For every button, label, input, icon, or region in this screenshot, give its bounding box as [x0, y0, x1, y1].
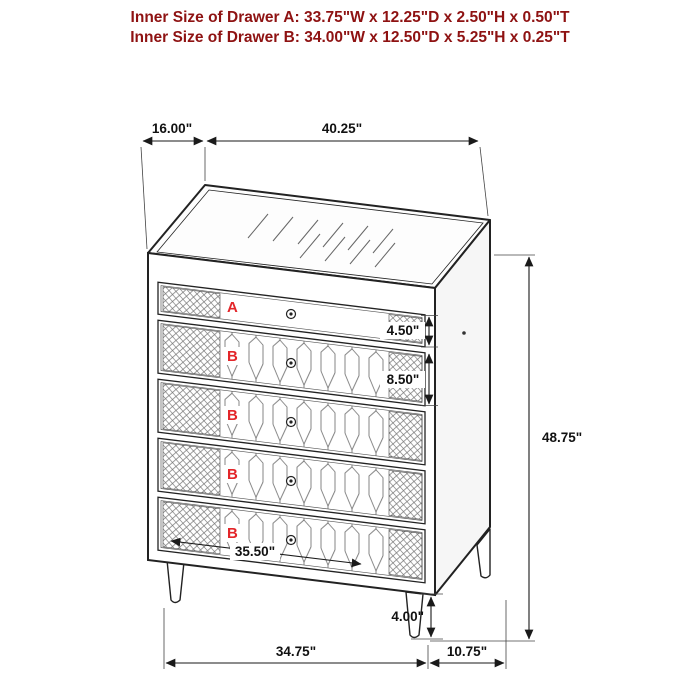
dim-label-leg-height: 4.00" — [391, 609, 424, 624]
dim-label-base-depth: 10.75" — [447, 644, 487, 659]
dim-overall-height: 48.75" — [430, 254, 582, 642]
knob-icon — [285, 416, 297, 428]
dim-inner-width: 35.50" — [170, 537, 362, 568]
knob-icon — [285, 357, 297, 369]
side-pin-dot — [462, 331, 466, 335]
dim-label-drawer-b-height: 8.50" — [387, 372, 420, 387]
drawer-letters: A B B B B — [222, 299, 243, 542]
drawer-letter-b4: B — [227, 525, 238, 542]
knob-icon — [285, 534, 297, 546]
drawer-b2 — [157, 378, 426, 466]
dim-label-top-width: 40.25" — [322, 121, 362, 136]
knob-icon — [285, 475, 297, 487]
drawer-letter-a: A — [227, 299, 238, 316]
dim-label-overall-height: 48.75" — [542, 430, 582, 445]
dim-top-depth: 16.00" — [140, 121, 206, 250]
front-right-leg — [405, 591, 424, 639]
dim-drawer-b-height: 8.50" — [380, 353, 438, 406]
drawer-letter-b2: B — [227, 407, 238, 424]
page-title-line-2: Inner Size of Drawer B: 34.00"W x 12.50"… — [130, 29, 570, 46]
knob-icon — [285, 308, 297, 320]
page-title-line-1: Inner Size of Drawer A: 33.75"W x 12.25"… — [131, 9, 570, 26]
top-reflection-marks — [247, 213, 396, 268]
dim-label-drawer-a-height: 4.50" — [387, 323, 420, 338]
drawer-letter-b1: B — [227, 348, 238, 365]
dim-label-top-depth: 16.00" — [152, 121, 192, 136]
dim-top-width: 40.25" — [206, 121, 489, 217]
dim-label-inner-width: 35.50" — [235, 544, 275, 559]
dim-base-depth: 10.75" — [429, 600, 507, 669]
drawer-letter-b3: B — [227, 466, 238, 483]
dim-leg-height: 4.00" — [391, 593, 443, 640]
chest-legs — [166, 528, 491, 639]
front-left-leg — [166, 559, 185, 604]
dim-base-width: 34.75" — [163, 608, 429, 669]
dim-label-base-width: 34.75" — [276, 644, 316, 659]
dim-drawer-a-height: 4.50" — [380, 315, 438, 348]
back-right-leg — [476, 528, 491, 579]
